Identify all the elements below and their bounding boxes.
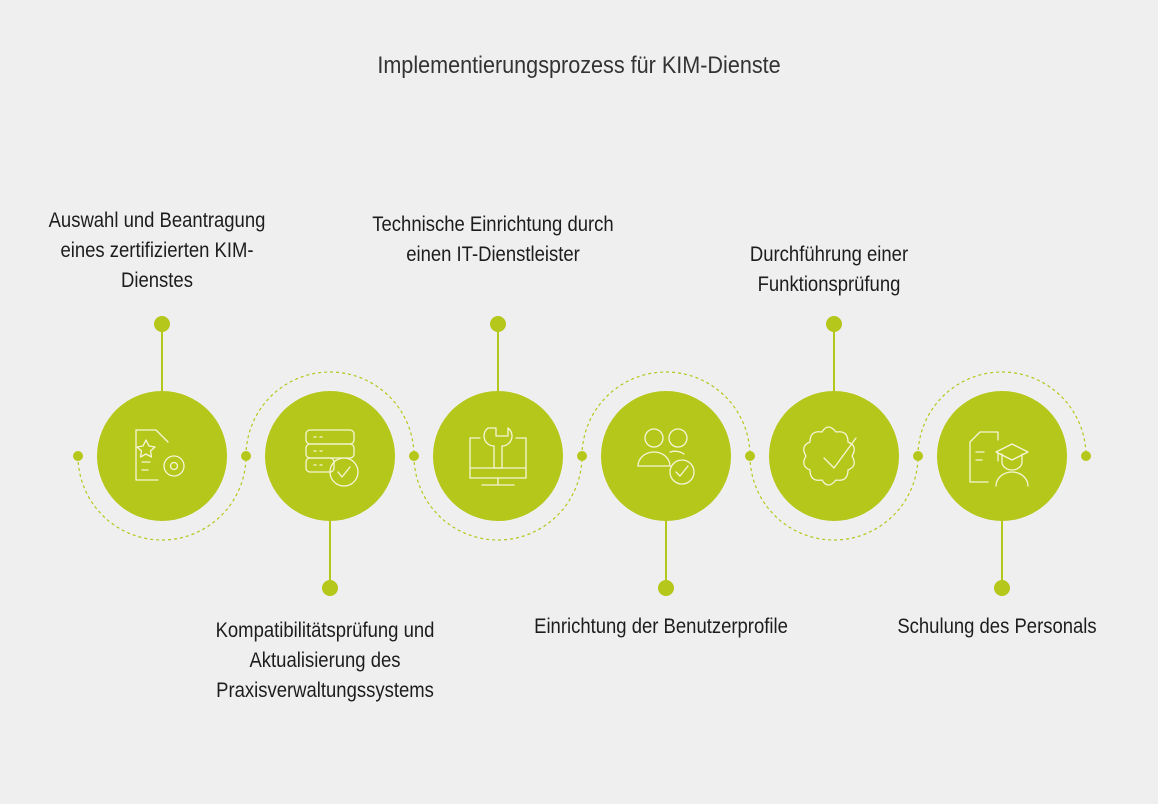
document-graduate-icon: [969, 431, 1029, 487]
users-check-icon: [637, 428, 695, 485]
diagram-title: Implementierungsprozess für KIM-Dienste: [377, 52, 781, 79]
connector-dot: [154, 316, 170, 332]
connector-dot: [658, 580, 674, 596]
timeline-dot: [577, 451, 587, 461]
dashed-arc: [413, 455, 583, 541]
step-3-circle: [433, 391, 563, 521]
step-1-label: Auswahl und Beantragung eines zertifizie…: [48, 209, 266, 292]
dashed-arc: [77, 455, 247, 541]
timeline-dot: [1081, 451, 1091, 461]
step-5-label: Durchführung einer Funktionsprüfung: [749, 243, 909, 296]
timeline-dot: [73, 451, 83, 461]
timeline-dot: [745, 451, 755, 461]
dashed-arc: [245, 371, 415, 457]
connector-dot: [490, 316, 506, 332]
timeline-dot: [913, 451, 923, 461]
step-3-label: Technische Einrichtung durch einen IT-Di…: [372, 213, 614, 266]
connector-dot: [994, 580, 1010, 596]
connector-dot: [826, 316, 842, 332]
document-star-gear-icon: [135, 429, 185, 481]
dashed-arc: [917, 371, 1087, 457]
step-4-label: Einrichtung der Benutzerprofile: [534, 615, 788, 638]
timeline-dot: [241, 451, 251, 461]
step-2-label: Kompatibilitätsprüfung und Aktualisierun…: [215, 619, 435, 702]
step-1-circle: [97, 391, 227, 521]
timeline-dot: [409, 451, 419, 461]
connector-dot: [322, 580, 338, 596]
dashed-arc: [581, 371, 751, 457]
step-5-circle: [769, 391, 899, 521]
badge-check-icon: [803, 426, 857, 486]
monitor-wrench-icon: [469, 427, 527, 486]
step-6-label: Schulung des Personals: [897, 615, 1097, 638]
server-check-icon: [305, 429, 359, 487]
dashed-arc: [749, 455, 919, 541]
step-2-circle: [265, 391, 395, 521]
